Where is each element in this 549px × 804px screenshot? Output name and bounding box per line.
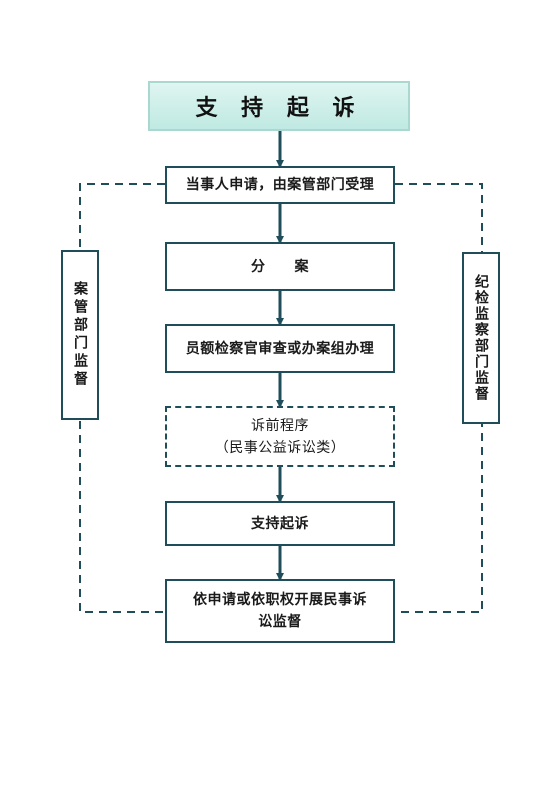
step-pre-line2: （民事公益诉讼类） bbox=[214, 439, 346, 456]
title-box: 支 持 起 诉 bbox=[148, 81, 410, 131]
step-pre-litigation: 诉前程序 （民事公益诉讼类） bbox=[165, 406, 395, 467]
step-pre-line1: 诉前程序 bbox=[251, 417, 309, 434]
side-box-right: 纪检监察部门监督 bbox=[462, 252, 500, 424]
step-supervise-line2: 讼监督 bbox=[258, 614, 302, 630]
step-supervise: 依申请或依职权开展民事诉 讼监督 bbox=[165, 579, 395, 643]
step-apply: 当事人申请，由案管部门受理 bbox=[165, 166, 395, 204]
step-assign: 分 案 bbox=[165, 242, 395, 291]
side-left-text: 案管部门监督 bbox=[72, 281, 88, 389]
step-support-text: 支持起诉 bbox=[251, 515, 309, 532]
step-assign-text: 分 案 bbox=[251, 258, 309, 275]
step-supervise-line1: 依申请或依职权开展民事诉 bbox=[193, 592, 367, 608]
side-right-text: 纪检监察部门监督 bbox=[473, 274, 489, 402]
side-box-left: 案管部门监督 bbox=[61, 250, 99, 420]
step-handle: 员额检察官审查或办案组办理 bbox=[165, 324, 395, 373]
step-support: 支持起诉 bbox=[165, 501, 395, 546]
title-text: 支 持 起 诉 bbox=[195, 96, 363, 121]
step-apply-text: 当事人申请，由案管部门受理 bbox=[185, 177, 375, 193]
step-handle-text: 员额检察官审查或办案组办理 bbox=[185, 340, 375, 357]
